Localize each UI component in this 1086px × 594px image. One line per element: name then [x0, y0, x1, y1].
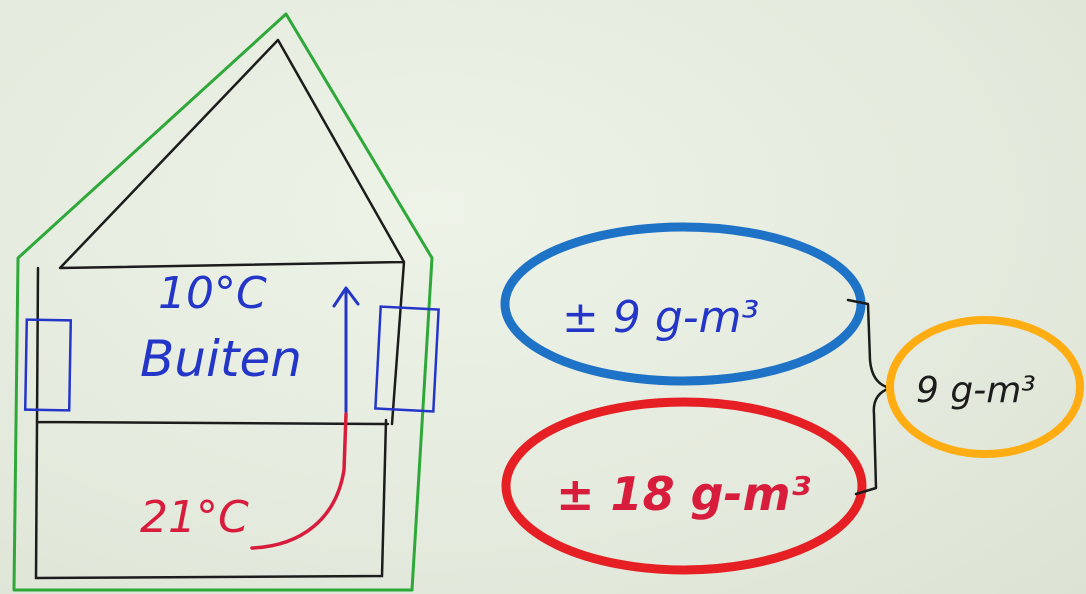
house-outer-outline: [12, 12, 434, 592]
result-value-text: 9 g-m³: [916, 370, 1036, 411]
orange-ellipse: [886, 316, 1084, 458]
top-temperature-label: 10°C: [158, 268, 267, 319]
right-window: [374, 305, 440, 413]
red-curved-arrow: [250, 412, 348, 550]
house-inner-walls: [34, 260, 406, 580]
red-ellipse: [501, 397, 867, 575]
house-inner-roof: [59, 38, 406, 269]
left-window: [23, 318, 73, 412]
outside-label: Buiten: [140, 330, 302, 388]
blue-ellipse: [500, 222, 866, 386]
red-value-text: ± 18 g-m³: [556, 467, 811, 521]
blue-value-text: ± 9 g-m³: [562, 292, 759, 343]
up-arrow: [332, 286, 360, 414]
bottom-temperature-label: 21°C: [140, 492, 249, 543]
